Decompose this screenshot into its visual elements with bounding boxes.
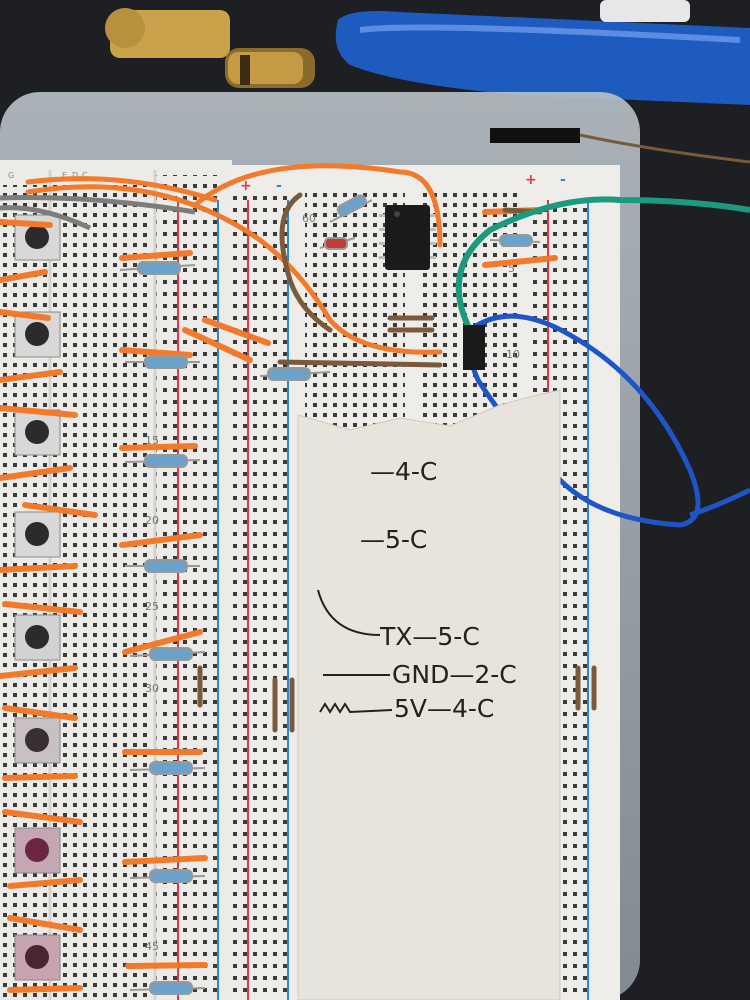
audio-adapter: [105, 8, 315, 88]
rail-plus-label: +: [240, 178, 252, 194]
col-letter: E: [62, 171, 67, 180]
tape-line-1: —4-C: [370, 457, 437, 486]
tape-line-2: —5-C: [360, 525, 427, 554]
rail-minus-label: -: [560, 172, 566, 188]
resistors: [119, 194, 541, 995]
green-wire: [455, 196, 750, 332]
col-letter: D: [72, 171, 78, 180]
header-pins: [463, 325, 485, 370]
row-number: 15: [145, 434, 159, 447]
tape-line-5: 5V—4-C: [394, 694, 494, 723]
row-number: 5: [508, 262, 515, 275]
brown-wires: [197, 192, 597, 733]
tactile-buttons: [14, 214, 61, 981]
pin-connector: [490, 128, 580, 143]
col-letter: C: [82, 171, 88, 180]
tape-line-4: GND—2-C: [392, 660, 517, 689]
row-number: 10: [506, 348, 520, 361]
row-number: 45: [145, 940, 159, 953]
row-number: 30: [145, 682, 159, 695]
brown-cable: [579, 133, 750, 164]
blue-wire: [689, 487, 750, 518]
tape-line-3: TX—5-C: [379, 622, 480, 651]
left-breadboard: G E D C 15 20 25 30 45: [0, 160, 232, 1000]
row-number: 20: [145, 514, 159, 527]
tape-label: —4-C —5-C TX—5-C GND—2-C 5V—4-C: [297, 389, 561, 1000]
blue-pliers: [335, 0, 750, 105]
gray-wires: [0, 195, 196, 231]
row-number: 60: [302, 212, 316, 225]
blue-wire: [467, 313, 701, 528]
col-letter: G: [8, 171, 14, 180]
rail-minus-label: -: [276, 178, 282, 194]
ic-chip: [379, 205, 436, 270]
rail-plus-label: +: [525, 172, 537, 188]
row-number: 25: [145, 600, 159, 613]
